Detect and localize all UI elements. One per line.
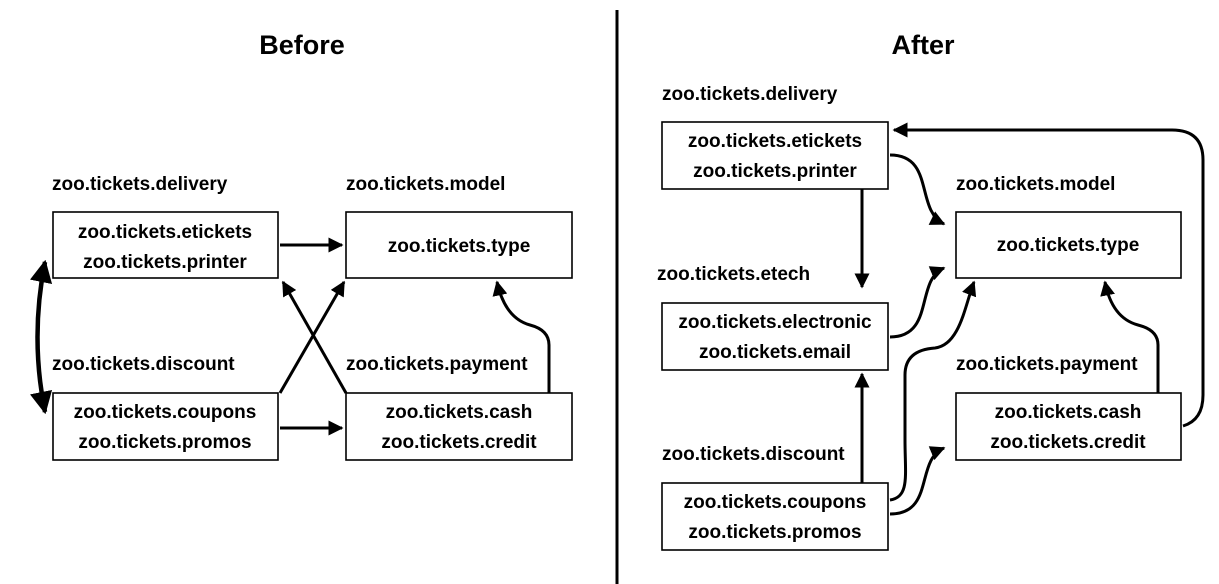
after-arrow-discount-to-payment: [889, 446, 946, 516]
after-arrow-discount-to-model: [889, 280, 977, 502]
after-arrow-delivery-to-model: [889, 153, 946, 226]
after-model-box: [955, 211, 1182, 279]
after-payment-box: [955, 392, 1182, 461]
before-arrow-payment-to-model: [492, 280, 551, 393]
after-delivery-line2: zoo.tickets.printer: [693, 161, 857, 182]
after-delivery-line1: zoo.tickets.etickets: [688, 131, 862, 152]
before-arrow-payment-to-delivery: [281, 280, 348, 394]
before-model-line1: zoo.tickets.type: [388, 236, 531, 257]
after-discount-label: zoo.tickets.discount: [662, 444, 845, 465]
before-delivery-label: zoo.tickets.delivery: [52, 174, 228, 195]
before-discount-box: [52, 392, 279, 461]
before-panel: Before zoo.tickets.delivery zoo.tickets.…: [30, 30, 573, 461]
after-arrow-payment-to-delivery: [892, 122, 1205, 428]
before-delivery-line2: zoo.tickets.printer: [83, 252, 247, 273]
before-title: Before: [259, 30, 345, 60]
after-discount-line1: zoo.tickets.coupons: [684, 492, 867, 513]
after-delivery-label: zoo.tickets.delivery: [662, 84, 838, 105]
before-payment-box: [345, 392, 573, 461]
before-payment-line2: zoo.tickets.credit: [381, 432, 537, 453]
after-model-line1: zoo.tickets.type: [997, 235, 1140, 256]
before-payment-label: zoo.tickets.payment: [346, 354, 528, 375]
after-etech-box: [661, 302, 889, 371]
after-discount-line2: zoo.tickets.promos: [688, 522, 861, 543]
after-panel: After zoo.tickets.delivery zoo.tickets.e…: [657, 30, 1205, 551]
before-model-label: zoo.tickets.model: [346, 174, 505, 195]
before-discount-label: zoo.tickets.discount: [52, 354, 235, 375]
after-etech-line2: zoo.tickets.email: [699, 342, 851, 363]
after-arrow-etech-to-model: [889, 266, 946, 339]
before-discount-line2: zoo.tickets.promos: [78, 432, 251, 453]
before-payment-line1: zoo.tickets.cash: [386, 402, 533, 423]
after-etech-label: zoo.tickets.etech: [657, 264, 810, 285]
before-delivery-line1: zoo.tickets.etickets: [78, 222, 252, 243]
after-payment-line2: zoo.tickets.credit: [990, 432, 1146, 453]
before-arrow-discount-to-model: [278, 280, 346, 394]
after-delivery-box: [661, 121, 889, 190]
before-model-box: [345, 211, 573, 279]
after-title: After: [891, 30, 954, 60]
before-delivery-box: [52, 211, 279, 279]
after-etech-line1: zoo.tickets.electronic: [678, 312, 872, 333]
after-payment-label: zoo.tickets.payment: [956, 354, 1138, 375]
before-discount-line1: zoo.tickets.coupons: [74, 402, 257, 423]
before-arrow-delivery-discount-cycle: [30, 259, 53, 415]
after-model-label: zoo.tickets.model: [956, 174, 1115, 195]
after-discount-box: [661, 482, 889, 551]
after-payment-line1: zoo.tickets.cash: [995, 402, 1142, 423]
after-arrow-payment-to-model: [1100, 280, 1160, 393]
